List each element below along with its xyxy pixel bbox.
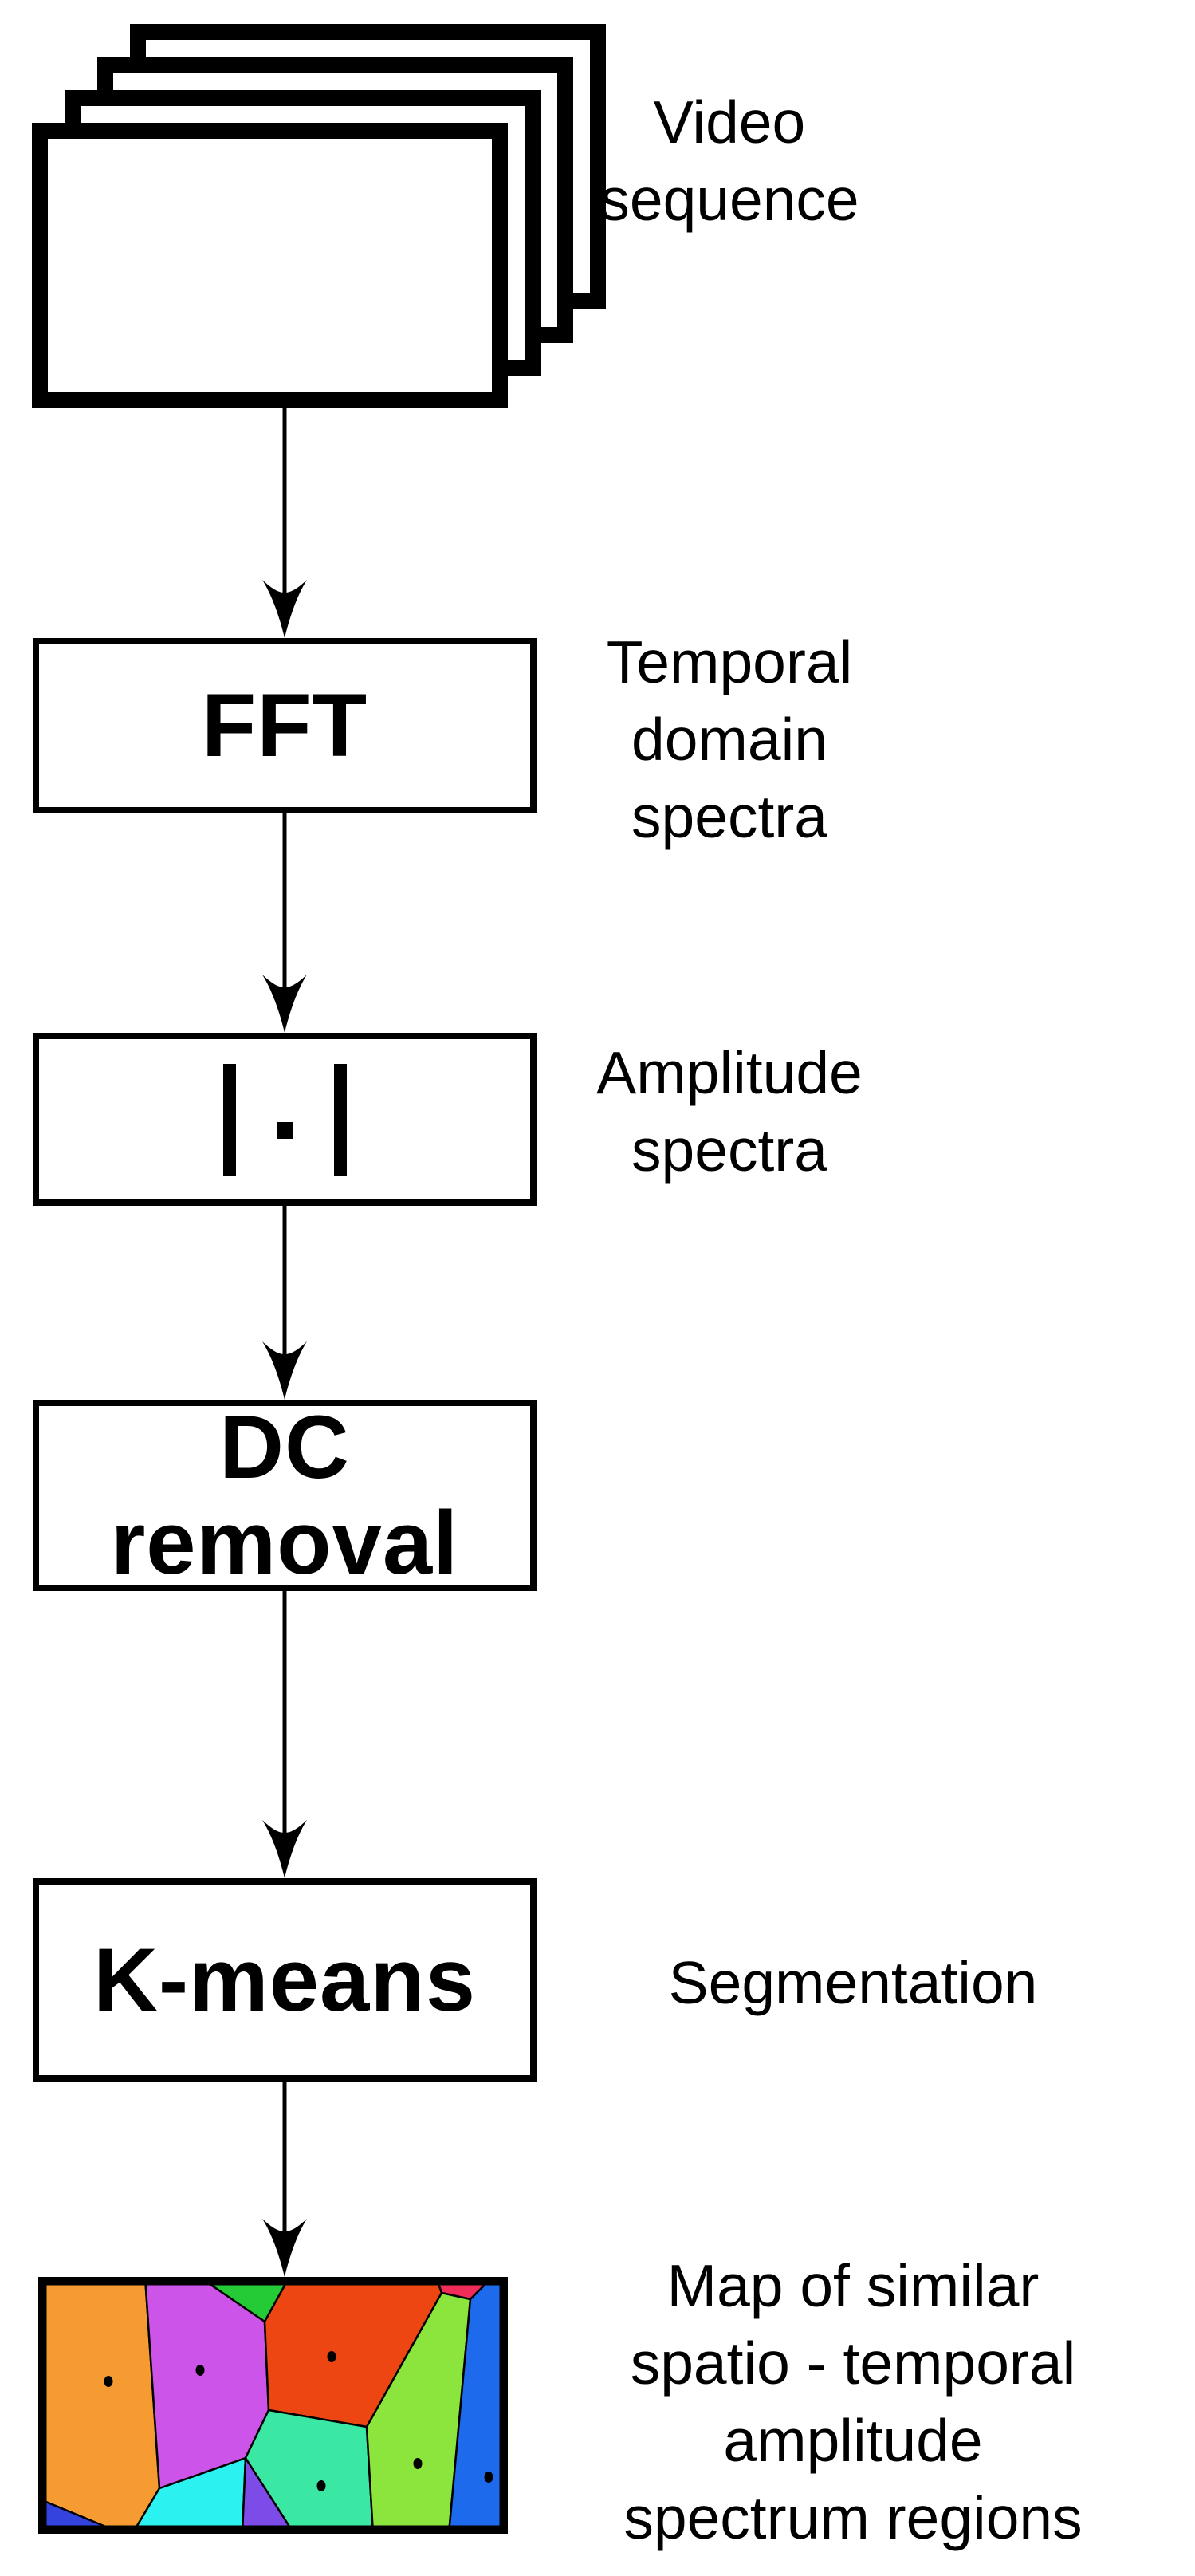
- map-cell-blue-right: [447, 2277, 508, 2534]
- video-sequence-label: Video sequence: [530, 84, 929, 238]
- fft-box-label: FFT: [201, 676, 368, 775]
- segmentation-label-line1: Segmentation: [668, 1949, 1038, 2016]
- cluster-centroid-dot-orange: [104, 2376, 113, 2387]
- fft-box: FFT: [33, 638, 537, 813]
- segmentation-label: Segmentation: [630, 1944, 1076, 2022]
- dc-removal-box-label: DC removal: [111, 1400, 459, 1591]
- absolute-value-box: [33, 1033, 537, 1206]
- arrow-down-icon: [261, 1206, 309, 1401]
- temporal-domain-spectra-label: Temporal domain spectra: [530, 624, 929, 856]
- cluster-centroid-dot-orange-red: [327, 2351, 336, 2362]
- temporal-label-line2: domain: [631, 706, 827, 773]
- abs-left-bar-icon: [222, 1063, 236, 1176]
- video-sequence-label-line1: Video: [653, 89, 806, 156]
- amplitude-label-line2: spectra: [631, 1117, 827, 1184]
- arrow-down-icon: [261, 408, 309, 640]
- arrow-down-icon: [261, 813, 309, 1034]
- map-cell-orange: [38, 2277, 161, 2534]
- map-label-line4: spectrum regions: [623, 2484, 1083, 2551]
- dc-label-line2: removal: [110, 1493, 459, 1593]
- absolute-value-symbol: [222, 1063, 347, 1176]
- temporal-label-line3: spectra: [631, 783, 827, 850]
- arrow-down-icon: [261, 1591, 309, 1880]
- voronoi-map: [38, 2277, 508, 2534]
- map-output-label: Map of similar spatio - temporal amplitu…: [614, 2247, 1092, 2557]
- temporal-label-line1: Temporal: [606, 628, 853, 695]
- map-label-line3: amplitude: [723, 2407, 983, 2474]
- kmeans-box: K-means: [33, 1878, 537, 2082]
- kmeans-box-label: K-means: [92, 1929, 477, 2030]
- map-cell-blue-bottom-left: [38, 2497, 124, 2534]
- map-label-line2: spatio - temporal: [630, 2330, 1076, 2397]
- map-cell-spring-green: [244, 2409, 375, 2534]
- cluster-centroid-dot-magenta: [195, 2365, 205, 2376]
- amplitude-spectra-label: Amplitude spectra: [530, 1034, 929, 1189]
- cluster-centroid-dot-chartreuse: [413, 2458, 423, 2469]
- dc-removal-box: DC removal: [33, 1400, 537, 1591]
- video-sequence-label-line2: sequence: [599, 166, 859, 233]
- cluster-centroid-dot-spring-green: [316, 2480, 326, 2491]
- abs-right-bar-icon: [333, 1063, 347, 1176]
- dc-label-line1: DC: [219, 1397, 350, 1497]
- cluster-centroid-dot-blue-right: [484, 2472, 493, 2483]
- video-frame-1: [32, 123, 508, 408]
- amplitude-label-line1: Amplitude: [596, 1039, 863, 1106]
- map-label-line1: Map of similar: [666, 2252, 1040, 2319]
- abs-dot-icon: [276, 1122, 293, 1139]
- voronoi-map-border: [38, 2277, 508, 2534]
- arrow-down-icon: [261, 2082, 309, 2279]
